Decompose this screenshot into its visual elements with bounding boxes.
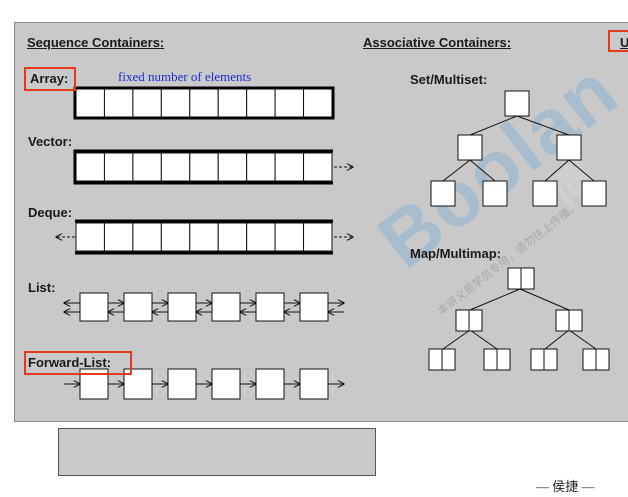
map-tree-edge (544, 329, 570, 350)
list-label: List: (28, 280, 56, 295)
set-tree-edge (469, 115, 518, 136)
forward-list-highlight (24, 351, 132, 375)
array-label: Array: (30, 71, 69, 86)
set-tree-node (457, 134, 483, 161)
deque-cell (246, 222, 276, 252)
set-tree-node (581, 180, 607, 207)
vector-cell (189, 152, 219, 182)
deque-cell (189, 222, 219, 252)
array-cell (303, 88, 333, 118)
set-tree-node (556, 134, 582, 161)
array-cell (274, 88, 305, 118)
set-tree-edge (544, 159, 570, 182)
vector-cell (103, 152, 134, 182)
set-tree-node (482, 180, 508, 207)
array-cell (132, 88, 162, 118)
vector-cell (303, 152, 333, 182)
map-tree-edge (568, 329, 597, 350)
array-cell (189, 88, 219, 118)
list-node (299, 292, 329, 322)
deque-outline (75, 219, 333, 255)
set-tree-edge (469, 159, 496, 182)
vector-cell (75, 152, 105, 182)
list-node (79, 292, 109, 322)
forward-list-node (299, 368, 329, 400)
list-node (255, 292, 285, 322)
list-node (123, 292, 153, 322)
deque-cell (132, 222, 162, 252)
set-tree-node (504, 90, 530, 117)
forward-list-node (255, 368, 285, 400)
list-node (167, 292, 197, 322)
set-tree-node (532, 180, 558, 207)
sequence-containers-heading: Sequence Containers: (27, 35, 165, 50)
list-node (211, 292, 241, 322)
array-highlight (24, 67, 76, 91)
deque-cell (103, 222, 134, 252)
forward-list-node (211, 368, 241, 400)
array-cell (217, 88, 248, 118)
forward-list-thumbnail (58, 428, 376, 476)
vector-cell (274, 152, 305, 182)
forward-list-node (167, 368, 197, 400)
map-label: Map/Multimap: (410, 246, 501, 261)
set-tree-node (430, 180, 456, 207)
deque-cell (303, 222, 333, 252)
vector-cell (217, 152, 248, 182)
array-cell (160, 88, 191, 118)
array-note: fixed number of elements (118, 69, 252, 84)
map-tree-edge (519, 288, 570, 311)
deque-cell (75, 222, 105, 252)
associative-containers-heading: Associative Containers: (363, 35, 512, 50)
array-cell (246, 88, 276, 118)
deque-cell (274, 222, 305, 252)
map-tree-edge (442, 329, 471, 350)
unordered-highlight (608, 30, 628, 52)
vector-cell (246, 152, 276, 182)
deque-label: Deque: (28, 205, 73, 220)
vector-cell (160, 152, 191, 182)
author-footer: — 侯捷 — (536, 479, 595, 494)
map-tree-edge (469, 329, 498, 350)
array-cell (75, 88, 105, 118)
set-tree-edge (442, 159, 471, 182)
set-label: Set/Multiset: (410, 72, 488, 87)
set-tree-edge (568, 159, 595, 182)
array-cell (103, 88, 134, 118)
deque-cell (217, 222, 248, 252)
forward-list-label: Forward-List: (28, 355, 112, 370)
vector-outline (73, 149, 333, 185)
set-tree-edge (516, 115, 570, 136)
deque-cell (160, 222, 191, 252)
vector-cell (132, 152, 162, 182)
array-outline (73, 86, 335, 120)
unordered-containers-heading: U (620, 35, 628, 50)
vector-label: Vector: (28, 134, 73, 149)
map-tree-edge (469, 288, 521, 311)
